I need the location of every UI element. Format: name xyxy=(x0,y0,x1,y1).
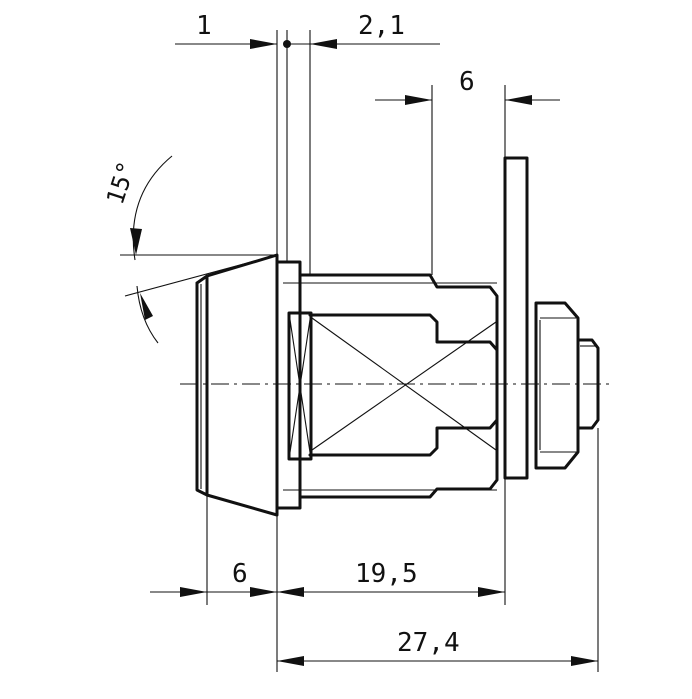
bezel-inner-rim xyxy=(195,274,209,497)
dim-panel-6: 6 xyxy=(375,67,560,105)
dim-label-15-deg: 15° xyxy=(101,158,141,208)
dim-label-1: 1 xyxy=(196,11,212,41)
dim-label-6-top: 6 xyxy=(459,67,475,97)
dim-overall: 27,4 xyxy=(277,628,598,666)
dim-bottom-row: 6 19,5 xyxy=(150,559,505,597)
dim-angle: 15° xyxy=(101,155,278,344)
retainer-cross-b xyxy=(288,312,312,460)
flange-step xyxy=(275,260,302,510)
front-bezel xyxy=(205,253,279,517)
dim-label-27-4: 27,4 xyxy=(397,628,460,658)
lock-body xyxy=(195,156,600,517)
mounting-panel xyxy=(503,156,529,480)
cylinder-barrel xyxy=(298,273,499,499)
inner-plug xyxy=(308,313,499,457)
hex-nut xyxy=(534,301,580,470)
dim-label-6-bottom: 6 xyxy=(232,559,248,589)
plug-retainer xyxy=(287,311,313,461)
dim-top-1: 1 2,1 xyxy=(175,11,440,49)
dim-label-19-5: 19,5 xyxy=(355,559,418,589)
plug-cross-b xyxy=(311,321,497,451)
extension-lines xyxy=(206,30,599,672)
dim-label-2-1: 2,1 xyxy=(358,11,405,41)
